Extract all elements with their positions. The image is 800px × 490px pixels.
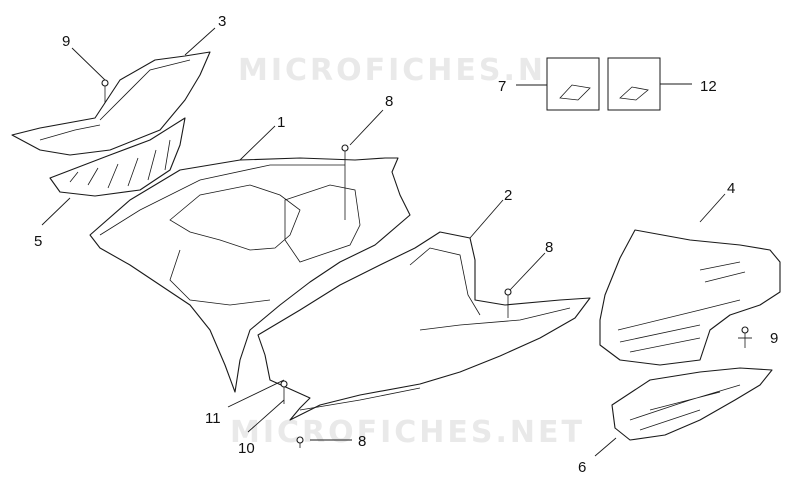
clip-12-box[interactable] bbox=[607, 57, 661, 111]
clip-7-box[interactable] bbox=[546, 57, 600, 111]
part-5-vent-panel[interactable] bbox=[49, 117, 186, 197]
screw-10[interactable] bbox=[280, 380, 288, 404]
screw-8-top[interactable] bbox=[341, 144, 349, 220]
leader-lines bbox=[41, 27, 752, 457]
callout-8-mid: 8 bbox=[545, 239, 553, 256]
watermark-top: MICROFICHES.NET bbox=[238, 53, 593, 88]
screw-9-right[interactable] bbox=[741, 326, 749, 348]
callout-12: 12 bbox=[700, 78, 717, 95]
part-1-side-fairing[interactable] bbox=[89, 157, 411, 393]
callout-6: 6 bbox=[578, 459, 586, 476]
watermark-bottom: MICROFICHES.NET bbox=[230, 415, 585, 450]
part-3-upper-cover[interactable] bbox=[11, 51, 211, 156]
callout-10: 10 bbox=[238, 440, 255, 457]
callout-7: 7 bbox=[498, 78, 506, 95]
part-2-lower-side-panel[interactable] bbox=[257, 231, 591, 421]
part-6-floor-mat[interactable] bbox=[611, 367, 773, 441]
screw-8-bottom[interactable] bbox=[296, 436, 304, 448]
screw-8-mid[interactable] bbox=[504, 288, 512, 318]
callout-3: 3 bbox=[218, 13, 226, 30]
part-4-footboard[interactable] bbox=[599, 229, 781, 366]
callout-8-bottom: 8 bbox=[358, 433, 366, 450]
callout-9-right: 9 bbox=[770, 330, 778, 347]
callout-11: 11 bbox=[205, 410, 221, 427]
callout-5: 5 bbox=[34, 233, 42, 250]
callout-2: 2 bbox=[504, 187, 512, 204]
callout-4: 4 bbox=[727, 180, 735, 197]
callout-labels: 3 9 1 8 7 12 2 4 5 8 9 11 10 8 6 bbox=[34, 13, 778, 476]
callout-8-top: 8 bbox=[385, 93, 393, 110]
callout-1: 1 bbox=[277, 114, 285, 131]
callout-9-top: 9 bbox=[62, 33, 70, 50]
